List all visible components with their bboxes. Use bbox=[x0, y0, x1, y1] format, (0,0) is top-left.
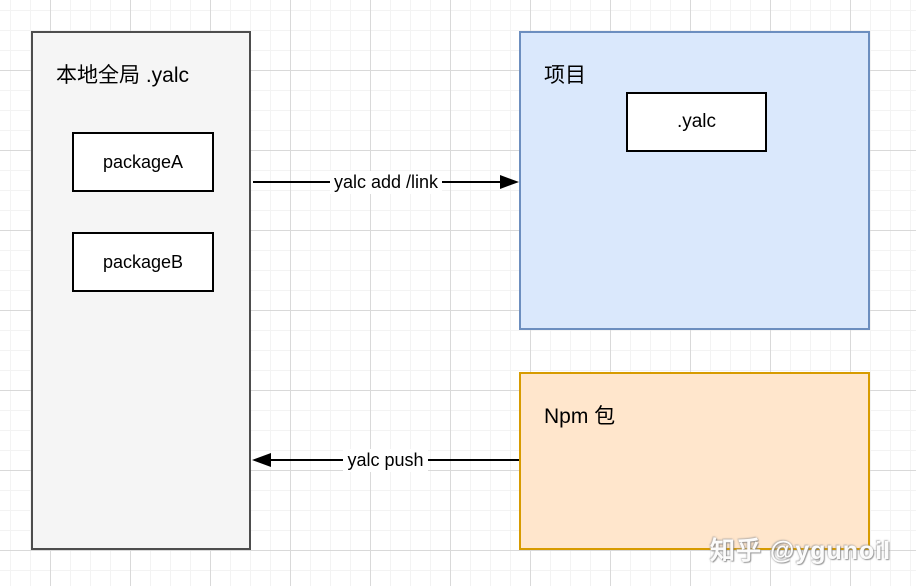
node-project: 项目 .yalc bbox=[519, 31, 870, 330]
packageA-label: packageA bbox=[102, 151, 184, 172]
arrowhead-left-icon bbox=[252, 453, 271, 467]
arrow-yalc-push: yalc push bbox=[252, 446, 519, 474]
local-global-yalc-title: 本地全局 .yalc bbox=[56, 64, 190, 87]
packageB-label: packageB bbox=[102, 251, 184, 272]
node-npm-package: Npm 包 bbox=[519, 372, 870, 550]
node-local-global-yalc: 本地全局 .yalc packageA packageB bbox=[31, 31, 251, 550]
node-packageA: packageA bbox=[72, 132, 214, 192]
arrow-yalc-add-link: yalc add /link bbox=[253, 168, 519, 196]
zhihu-watermark: 知乎 @ygunoil bbox=[710, 537, 892, 565]
arrow-yalc-add-link-label: yalc add /link bbox=[329, 170, 443, 194]
node-packageB: packageB bbox=[72, 232, 214, 292]
arrowhead-right-icon bbox=[500, 175, 519, 189]
dot-yalc-label: .yalc bbox=[676, 111, 717, 132]
node-dot-yalc: .yalc bbox=[626, 92, 767, 152]
project-title: 项目 bbox=[544, 64, 586, 87]
npm-package-title: Npm 包 bbox=[544, 405, 616, 428]
arrow-yalc-push-label: yalc push bbox=[343, 448, 428, 472]
